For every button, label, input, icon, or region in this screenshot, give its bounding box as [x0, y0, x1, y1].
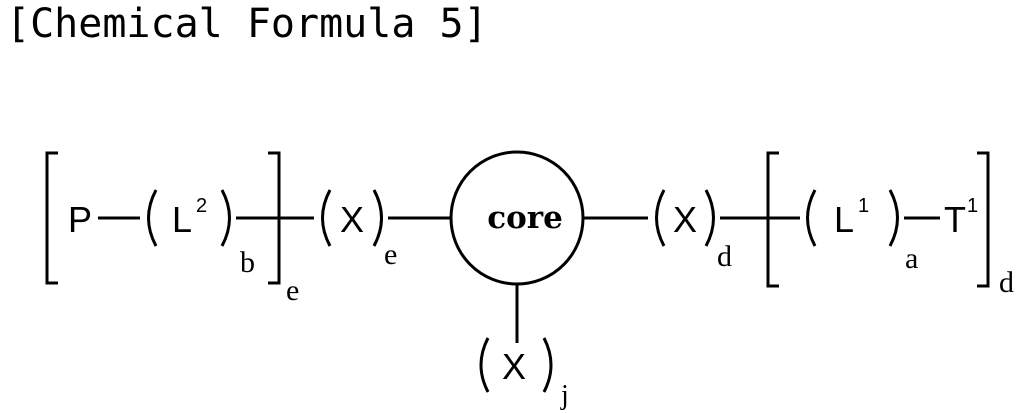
terminal-t1: T: [944, 199, 966, 240]
linker-l1-superscript: 1: [858, 195, 869, 217]
left-group-open-bracket: [47, 153, 58, 283]
linker-l1: L: [834, 199, 854, 240]
core-label: core: [487, 200, 563, 236]
x-bottom-label: X: [502, 346, 526, 387]
terminal-t1-superscript: 1: [967, 195, 978, 217]
l2-close-paren: [222, 190, 230, 246]
x-right-close-paren: [706, 190, 714, 246]
x-left-open-paren: [323, 190, 331, 246]
terminal-p: P: [68, 199, 92, 240]
x-bottom-subscript: j: [560, 380, 569, 411]
right-group-close-bracket: [977, 153, 988, 286]
linker-l2: L: [172, 199, 192, 240]
l1-close-paren: [890, 190, 898, 246]
linker-l2-subscript: b: [240, 246, 255, 279]
x-left-close-paren: [374, 190, 382, 246]
x-left-label: X: [340, 199, 364, 240]
l1-open-paren: [808, 190, 816, 246]
x-right-open-paren: [657, 190, 665, 246]
x-right-subscript: d: [717, 240, 732, 273]
x-bottom-close-paren: [544, 338, 551, 392]
left-bracket-subscript: e: [286, 274, 299, 307]
l2-open-paren: [149, 190, 157, 246]
right-bracket-subscript: d: [999, 266, 1014, 299]
linker-l1-subscript: a: [905, 242, 918, 275]
linker-l2-superscript: 2: [196, 195, 207, 217]
x-bottom-open-paren: [481, 338, 488, 392]
x-left-subscript: e: [384, 238, 397, 271]
x-right-label: X: [673, 199, 697, 240]
